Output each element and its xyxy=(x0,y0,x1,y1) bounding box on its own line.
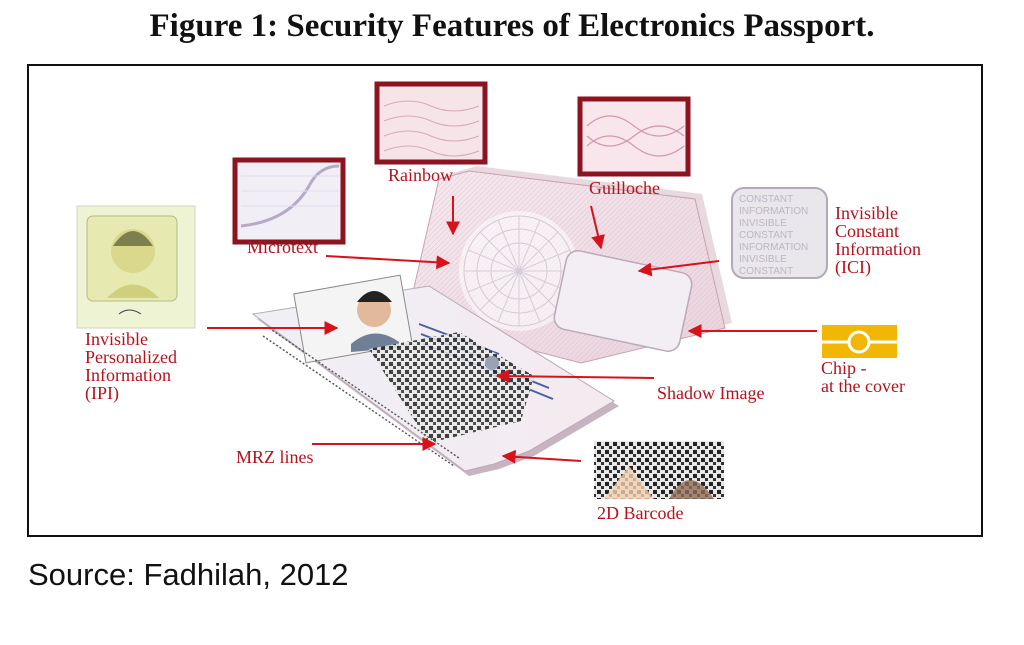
ipi-label-line1: Invisible xyxy=(85,329,148,349)
ici-window xyxy=(553,250,693,352)
mrz-lines-label: MRZ lines xyxy=(236,447,314,467)
ici-sample-card: CONSTANTINFORMATIONINVISIBLECONSTANTINFO… xyxy=(731,187,828,279)
guilloche-label: Guilloche xyxy=(589,178,660,198)
guilloche-rosette xyxy=(459,211,579,331)
microtext-sample xyxy=(232,157,346,245)
chip-label-line1: Chip - xyxy=(821,358,867,378)
rainbow-sample xyxy=(374,81,488,165)
guilloche-arrow xyxy=(590,205,605,250)
barcode-arrow xyxy=(501,449,582,464)
barcode-2d-sample xyxy=(594,441,724,499)
ipi-label-line3: Information xyxy=(85,365,171,385)
microtext-label: Microtext xyxy=(247,237,318,257)
ici-label-line3: Information xyxy=(835,239,921,259)
ici-sample-text: INFORMATION xyxy=(739,206,808,217)
shadow-image-arrow xyxy=(495,369,655,384)
ici-sample-text: INFORMATION xyxy=(739,242,808,253)
figure-title: Figure 1: Security Features of Electroni… xyxy=(149,8,875,44)
ici-sample-text: INVISIBLE xyxy=(739,218,787,229)
ici-sample-text: CONSTANT xyxy=(739,194,793,205)
rainbow-label: Rainbow xyxy=(388,165,453,185)
chip-label-line2: at the cover xyxy=(821,376,905,396)
ipi-label-line2: Personalized xyxy=(85,347,177,367)
ici-sample-text: INVISIBLE xyxy=(739,254,787,265)
guilloche-sample xyxy=(577,96,691,177)
ici-arrow xyxy=(637,260,720,277)
barcode-2d-label: 2D Barcode xyxy=(597,503,684,523)
ici-label-line1: Invisible xyxy=(835,203,898,223)
ici-sample-text: CONSTANT xyxy=(739,230,793,241)
ici-sample-text: CONSTANT xyxy=(739,266,793,277)
ici-label-line2: Constant xyxy=(835,221,900,241)
shadow-image-label: Shadow Image xyxy=(657,383,765,403)
figure-source: Source: Fadhilah, 2012 xyxy=(28,557,349,592)
ipi-sample-card xyxy=(76,205,196,329)
ici-label-line4: (ICI) xyxy=(835,257,871,277)
passport-data-page xyxy=(251,274,619,476)
chip-icon xyxy=(822,325,897,358)
microtext-arrow xyxy=(325,255,451,270)
passport-diagram: CONSTANTINFORMATIONINVISIBLECONSTANTINFO… xyxy=(76,81,897,499)
ipi-label-line4: (IPI) xyxy=(85,383,119,403)
